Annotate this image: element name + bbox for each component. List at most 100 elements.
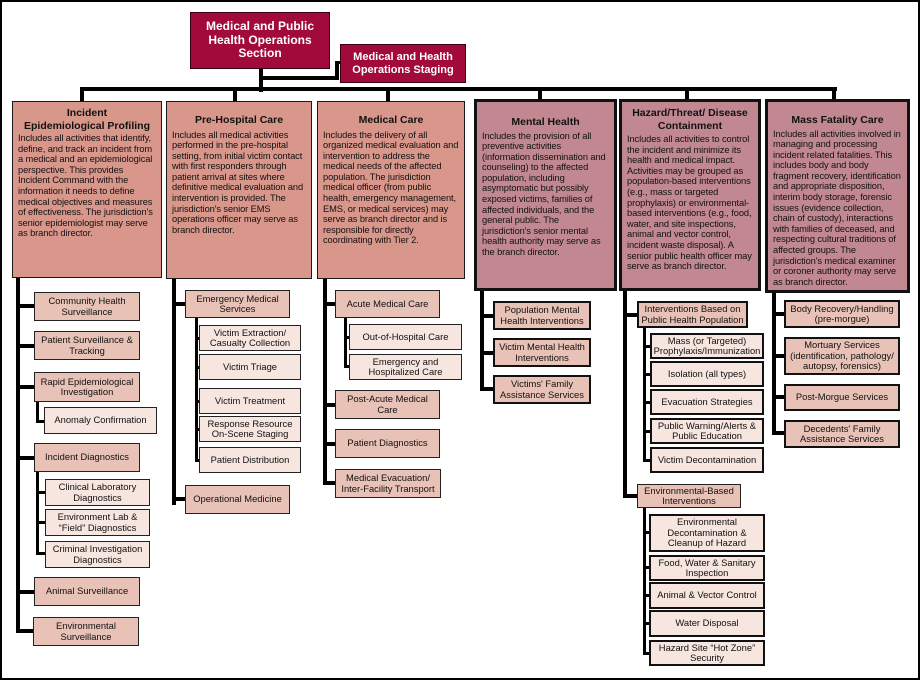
- connector: [195, 337, 200, 340]
- connector: [195, 459, 200, 462]
- node-patient-surveillance-tracking[interactable]: Patient Surveillance & Tracking: [34, 331, 140, 360]
- main-horizontal-connector: [80, 87, 837, 91]
- branch-title: Incident Epidemiological Profiling: [18, 107, 156, 132]
- node-body-recovery-handling[interactable]: Body Recovery/Handling (pre-morgue): [784, 300, 900, 328]
- subtrunk: [195, 318, 198, 462]
- connector: [772, 312, 785, 316]
- connector: [195, 428, 200, 431]
- branch-title-line-1: Hazard/Threat/ Disease: [632, 107, 748, 119]
- node-incident-diagnostics[interactable]: Incident Diagnostics: [34, 443, 140, 472]
- node-victim-decontamination[interactable]: Victim Decontamination: [650, 447, 764, 473]
- trunk-branch-3: [323, 279, 327, 485]
- connector: [480, 351, 494, 355]
- node-label: Post-Acute Medical Care: [347, 393, 428, 415]
- node-clinical-laboratory-diagnostics[interactable]: Clinical Laboratory Diagnostics: [45, 479, 150, 506]
- node-victim-treatment[interactable]: Victim Treatment: [199, 388, 301, 414]
- node-victims-family-assistance[interactable]: Victims' Family Assistance Services: [493, 375, 591, 404]
- connector: [195, 400, 200, 403]
- node-label: Clinical Laboratory Diagnostics: [58, 481, 137, 503]
- node-food-water-sanitary-inspection[interactable]: Food, Water & Sanitary Inspection: [649, 555, 765, 581]
- node-criminal-investigation-diagnostics[interactable]: Criminal Investigation Diagnostics: [45, 541, 150, 568]
- branch-medical-care[interactable]: Medical Care Includes the delivery of al…: [317, 101, 465, 279]
- node-interventions-public-health-population[interactable]: Interventions Based on Public Health Pop…: [637, 301, 748, 328]
- node-hazard-site-hot-zone-security[interactable]: Hazard Site “Hot Zone” Security: [649, 640, 765, 666]
- node-victim-extraction[interactable]: Victim Extraction/ Casualty Collection: [199, 325, 301, 351]
- node-environmental-based-interventions[interactable]: Environmental-Based Interventions: [637, 484, 741, 508]
- subtrunk: [643, 507, 646, 655]
- node-label: Patient Surveillance & Tracking: [41, 334, 133, 356]
- node-environment-lab-field-diagnostics[interactable]: Environment Lab & “Field” Diagnostics: [45, 509, 150, 536]
- branch-pre-hospital-care[interactable]: Pre-Hospital Care Includes all medical a…: [166, 101, 312, 279]
- node-isolation[interactable]: Isolation (all types): [650, 361, 764, 387]
- node-victim-triage[interactable]: Victim Triage: [199, 354, 301, 380]
- node-medical-evacuation[interactable]: Medical Evacuation/ Inter-Facility Trans…: [335, 469, 441, 498]
- node-label: Emergency Medical Services: [196, 292, 279, 314]
- branch-description: Includes the provision of all preventive…: [482, 130, 606, 258]
- node-public-warning-alerts[interactable]: Public Warning/Alerts & Public Education: [650, 418, 764, 444]
- node-label: Isolation (all types): [667, 367, 747, 379]
- node-label: Victim Treatment: [214, 394, 286, 406]
- node-post-morgue-services[interactable]: Post-Morgue Services: [784, 384, 900, 411]
- drop-branch-1: [80, 87, 84, 101]
- node-population-mental-health[interactable]: Population Mental Health Interventions: [493, 301, 591, 330]
- branch-description: Includes the delivery of all organized m…: [323, 129, 459, 246]
- node-water-disposal[interactable]: Water Disposal: [649, 610, 765, 637]
- node-decedents-family-assistance[interactable]: Decedents' Family Assistance Services: [784, 420, 900, 448]
- node-emergency-hospitalized-care[interactable]: Emergency and Hospitalized Care: [349, 354, 462, 380]
- node-anomaly-confirmation[interactable]: Anomaly Confirmation: [44, 407, 157, 434]
- connector: [643, 594, 651, 597]
- node-label: Victims' Family Assistance Services: [500, 378, 584, 400]
- node-rapid-epidemiological-investigation[interactable]: Rapid Epidemiological Investigation: [34, 372, 140, 402]
- connector: [643, 401, 651, 404]
- connector: [323, 302, 336, 306]
- node-label: Out-of-Hospital Care: [362, 330, 449, 342]
- node-label: Environment Lab & “Field” Diagnostics: [57, 511, 138, 533]
- node-environmental-decontamination[interactable]: Environmental Decontamination & Cleanup …: [649, 514, 765, 552]
- node-mortuary-services[interactable]: Mortuary Services (identification, patho…: [784, 337, 900, 375]
- node-patient-diagnostics[interactable]: Patient Diagnostics: [335, 429, 440, 458]
- connector: [643, 622, 651, 625]
- node-animal-surveillance[interactable]: Animal Surveillance: [34, 577, 140, 606]
- drop-branch-3: [386, 87, 390, 101]
- node-response-resource-staging[interactable]: Response Resource On-Scene Staging: [199, 416, 301, 442]
- branch-incident-epidemiological-profiling[interactable]: Incident Epidemiological Profiling Inclu…: [12, 101, 162, 278]
- connector: [643, 652, 651, 655]
- subtrunk: [36, 472, 39, 555]
- drop-branch-6: [832, 87, 836, 99]
- node-acute-medical-care[interactable]: Acute Medical Care: [335, 290, 440, 318]
- connector: [36, 521, 45, 524]
- node-operational-medicine[interactable]: Operational Medicine: [185, 485, 290, 514]
- subtrunk: [36, 401, 39, 423]
- root-box-medical-public-health-operations[interactable]: Medical and Public Health Operations Sec…: [190, 12, 330, 69]
- node-label: Hazard Site “Hot Zone” Security: [658, 641, 756, 663]
- node-label: Body Recovery/Handling (pre-morgue): [790, 302, 894, 324]
- node-label: Animal Surveillance: [45, 585, 129, 597]
- node-animal-vector-control[interactable]: Animal & Vector Control: [649, 582, 765, 609]
- node-patient-distribution[interactable]: Patient Distribution: [199, 447, 301, 473]
- drop-branch-2: [233, 87, 237, 101]
- node-victim-mental-health[interactable]: Victim Mental Health Interventions: [493, 338, 591, 367]
- branch-mental-health[interactable]: Mental Health Includes the provision of …: [474, 99, 617, 291]
- node-post-acute-medical-care[interactable]: Post-Acute Medical Care: [335, 390, 440, 419]
- node-label: Interventions Based on Public Health Pop…: [641, 303, 744, 325]
- node-community-health-surveillance[interactable]: Community Health Surveillance: [34, 292, 140, 321]
- trunk-branch-5: [623, 291, 627, 498]
- staging-box[interactable]: Medical and Health Operations Staging: [340, 44, 466, 83]
- branch-hazard-threat-disease-containment[interactable]: Hazard/Threat/ Disease Containment Inclu…: [619, 99, 761, 291]
- node-label: Population Mental Health Interventions: [500, 304, 584, 326]
- node-label: Mass (or Targeted) Prophylaxis/Immunizat…: [653, 334, 761, 356]
- branch-title: Pre-Hospital Care: [194, 114, 284, 126]
- node-out-of-hospital-care[interactable]: Out-of-Hospital Care: [349, 324, 462, 350]
- node-environmental-surveillance[interactable]: Environmental Surveillance: [33, 617, 139, 646]
- connector: [480, 387, 494, 391]
- connector: [172, 497, 186, 501]
- node-mass-prophylaxis-immunization[interactable]: Mass (or Targeted) Prophylaxis/Immunizat…: [650, 333, 764, 359]
- node-emergency-medical-services[interactable]: Emergency Medical Services: [185, 290, 290, 318]
- connector: [16, 385, 35, 389]
- node-evacuation-strategies[interactable]: Evacuation Strategies: [650, 389, 764, 415]
- connector: [643, 531, 651, 534]
- connector: [772, 431, 785, 435]
- subtrunk: [643, 327, 646, 462]
- branch-mass-fatality-care[interactable]: Mass Fatality Care Includes all activiti…: [765, 99, 910, 293]
